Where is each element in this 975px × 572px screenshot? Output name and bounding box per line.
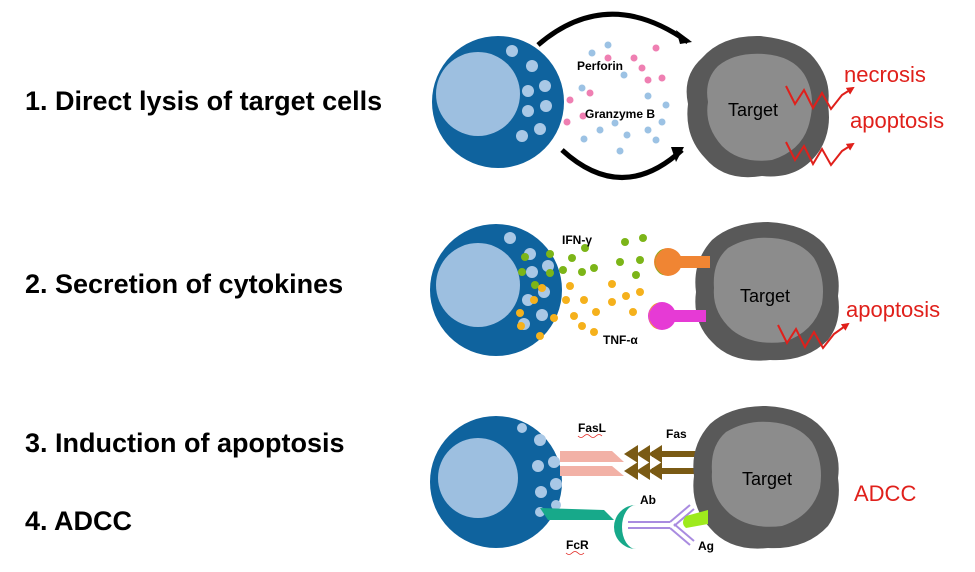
- nk-cell-3: [430, 416, 562, 548]
- heading-apoptosis: 3. Induction of apoptosis: [25, 428, 345, 458]
- fasl-label: FasL: [578, 421, 606, 435]
- granzyme-dots: [578, 41, 670, 155]
- fcr-label: FcR: [566, 538, 589, 552]
- zigzag-arrow-icon: [777, 322, 850, 350]
- granules: [504, 232, 554, 330]
- receptor-icon: [654, 248, 682, 276]
- outcome-apoptosis-2: apoptosis: [846, 297, 940, 322]
- nk-cell-2: [430, 224, 562, 356]
- outcome-necrosis: necrosis: [844, 62, 926, 87]
- target-interior: [713, 237, 823, 343]
- fas-receptors: [624, 445, 707, 480]
- target-interior: [707, 53, 812, 161]
- ifn-receptor: [654, 248, 710, 276]
- heading-cytokines: 2. Secretion of cytokines: [25, 269, 343, 299]
- tnf-label: TNF-α: [603, 333, 638, 347]
- ab-label: Ab: [640, 493, 656, 507]
- target-interior: [711, 421, 821, 527]
- perforin-label: Perforin: [577, 59, 623, 73]
- zigzag-arrow-icon: [785, 85, 855, 111]
- granzyme-label: Granzyme B: [585, 107, 655, 121]
- granules: [506, 45, 552, 142]
- fasl-icon: [560, 451, 624, 462]
- receptor-stalk: [666, 310, 706, 322]
- fasl-icon: [560, 466, 624, 476]
- granules: [517, 423, 562, 517]
- squiggle-underline: [565, 551, 585, 555]
- nk-cell-1: [432, 36, 564, 168]
- ifn-label: IFN-γ: [562, 233, 592, 247]
- target-cell-2: Target: [695, 222, 839, 361]
- zigzag-arrow-icon: [785, 141, 855, 167]
- nucleus: [436, 243, 520, 327]
- tnf-receptor: [648, 302, 706, 330]
- fas-icon: [636, 462, 650, 480]
- fas-icon: [648, 462, 662, 480]
- target-label: Target: [742, 469, 792, 489]
- fasl-ligands: [560, 451, 624, 476]
- arrow-head-icon: [676, 30, 692, 44]
- target-label: Target: [740, 286, 790, 306]
- fas-icon: [624, 445, 638, 463]
- curved-arrow-bottom: [560, 148, 684, 180]
- squiggle-underline: [577, 434, 603, 438]
- heading-direct-lysis: 1. Direct lysis of target cells: [25, 86, 382, 116]
- antigen-icon: [683, 510, 708, 528]
- fas-stalk: [652, 451, 707, 457]
- target-label: Target: [728, 100, 778, 120]
- perforin-dots: [563, 44, 666, 126]
- receptor-icon: [614, 505, 636, 549]
- fas-label: Fas: [666, 427, 687, 441]
- ag-label: Ag: [698, 539, 714, 553]
- tnf-dots: [516, 280, 644, 340]
- fas-icon: [636, 445, 650, 463]
- heading-adcc: 4. ADCC: [25, 506, 132, 536]
- fas-icon: [624, 462, 638, 480]
- nucleus: [436, 52, 520, 136]
- antibody-icon: [628, 504, 695, 546]
- outcome-apoptosis: apoptosis: [850, 108, 944, 133]
- receptor-icon: [648, 302, 676, 330]
- fcr-stalk: [540, 508, 614, 520]
- curved-arrow-top: [536, 11, 690, 47]
- target-cell-1: Target: [686, 35, 829, 178]
- target-cell-3: Target: [693, 406, 839, 549]
- ifn-dots: [518, 234, 647, 289]
- outcome-adcc: ADCC: [854, 481, 916, 506]
- fas-icon: [648, 445, 662, 463]
- fas-stalk: [652, 468, 707, 474]
- fcr-receptor: [540, 505, 636, 549]
- nucleus: [438, 438, 518, 518]
- arrow-head-icon: [671, 147, 684, 162]
